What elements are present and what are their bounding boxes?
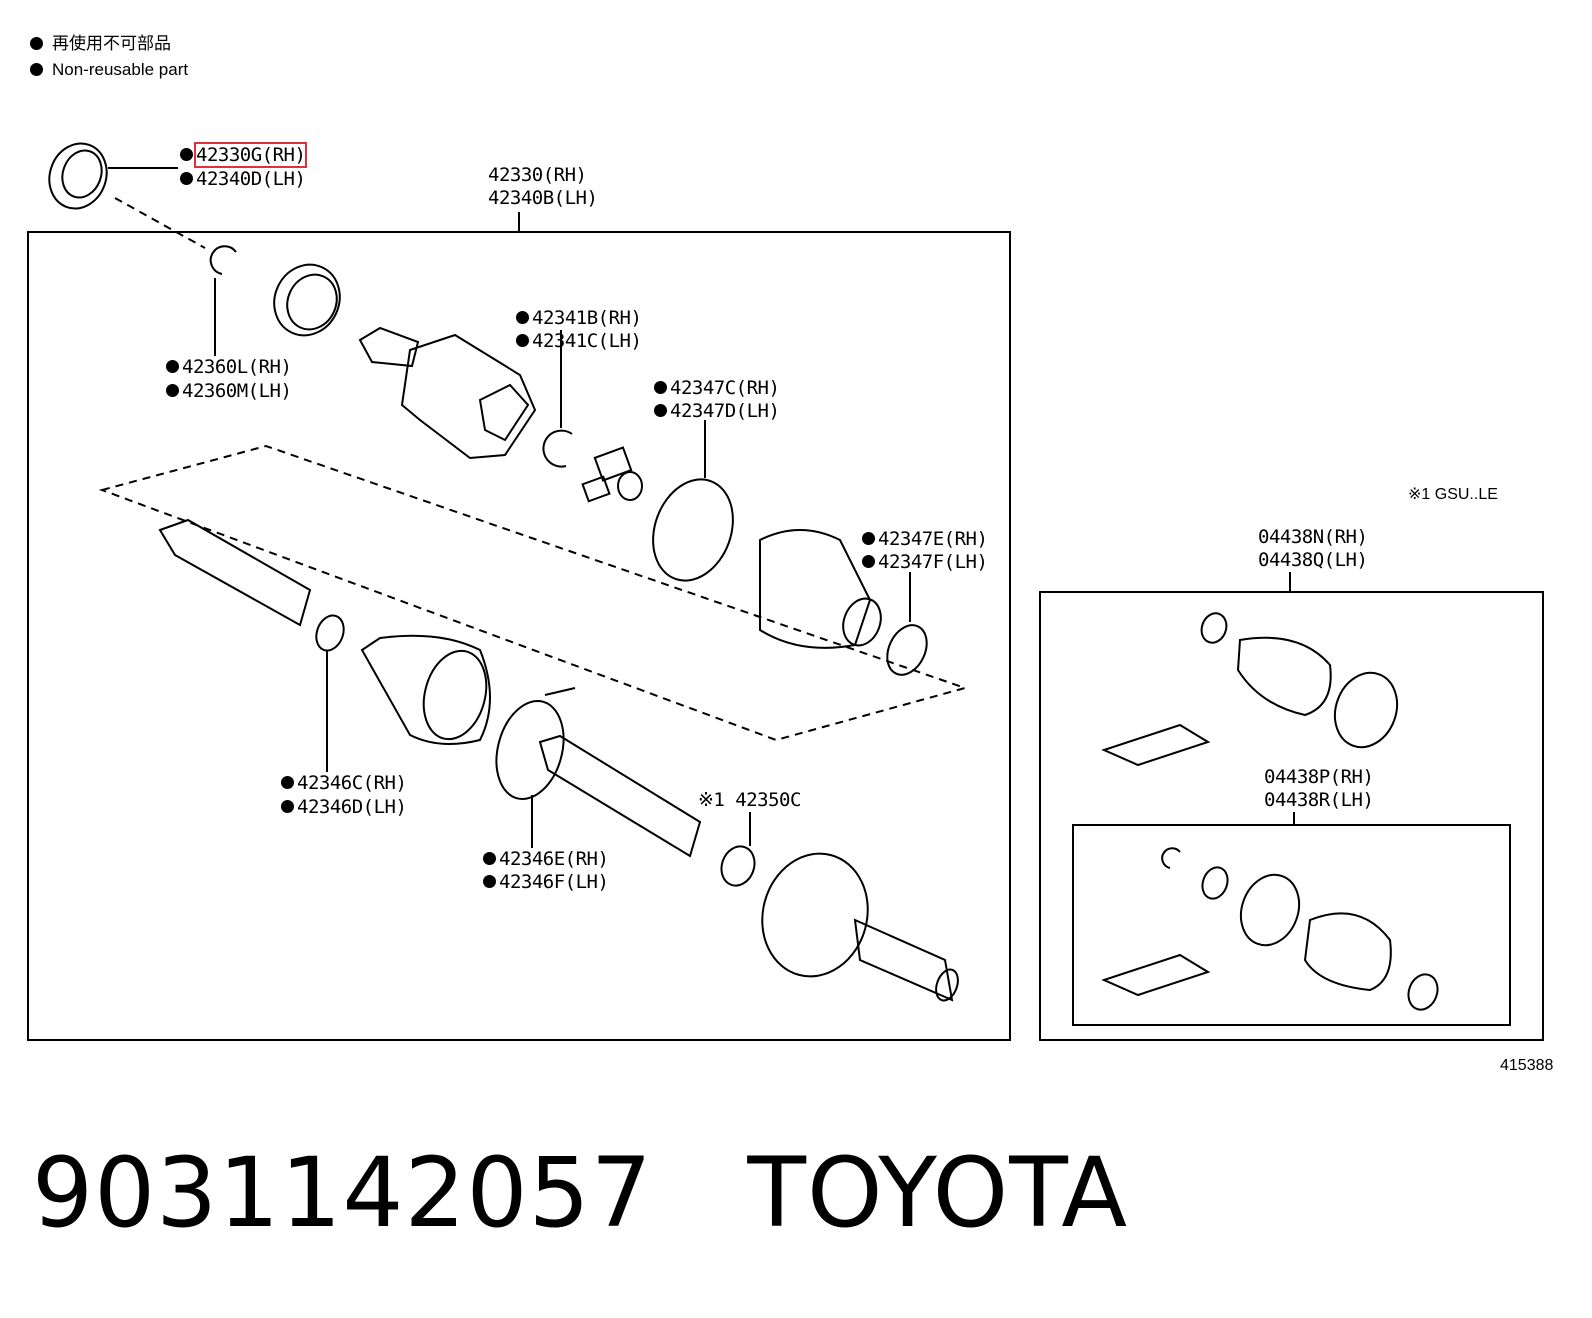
bullet-icon [180,148,193,161]
model-note: ※1 GSU..LE [1408,486,1498,503]
label-kit1-rh: 04438N(RH) [1258,526,1368,548]
part-number: 42341B(RH) [532,307,642,329]
label-clamp-lh: 42346D(LH) [281,796,407,819]
part-number: 42347D(LH) [670,400,780,422]
part-number: 42340D(LH) [196,168,306,190]
snap-ring-icon [209,245,237,356]
main-assembly-frame [27,231,1011,1041]
part-number-large: 9031142057 [32,1137,653,1249]
bullet-icon [516,334,529,347]
part-number: 42347F(LH) [878,551,988,573]
part-number: 42346E(RH) [499,848,609,870]
label-kit2-rh: 04438P(RH) [1264,766,1374,788]
clamp-icon [315,614,345,652]
bullet-icon [30,63,43,76]
label-ring: ※1 42350C [698,789,801,811]
brand-name: TOYOTA [747,1137,1129,1249]
bullet-icon [516,311,529,324]
part-number: 42341C(LH) [532,330,642,352]
bullet-icon [281,776,294,789]
part-number: 42346F(LH) [499,871,609,893]
bullet-icon [862,532,875,545]
bullet-icon [654,404,667,417]
label-kit1-lh: 04438Q(LH) [1258,549,1368,571]
bullet-icon [166,384,179,397]
diagram-reference-number: 415388 [1500,1057,1554,1074]
ring-icon [720,845,756,887]
subassembly-outline [98,444,969,742]
footer-title: 9031142057 TOYOTA [32,1138,1128,1248]
clip-icon [542,429,573,468]
bullet-icon [180,172,193,185]
label-clip-lh: 42341C(LH) [516,330,642,353]
label-snap-lh: 42360M(LH) [166,380,292,403]
label-bandA-lh: 42347D(LH) [654,400,780,423]
label-seal-lh: 42340D(LH) [180,168,306,191]
label-bandA-rh: 42347C(RH) [654,377,780,400]
outboard-shaft-icon [538,734,702,858]
shaft-icon [158,518,312,627]
inboard-boot-icon [759,529,882,649]
bullet-icon [281,800,294,813]
dust-seal-icon [273,263,341,337]
inboard-joint-icon [358,326,537,460]
label-bandB-lh: 42347F(LH) [862,551,988,574]
legend-non-reusable-en: Non-reusable part [30,60,188,80]
label-assy-rh: 42330(RH) [488,164,587,186]
kit2-parts-icon [1101,847,1439,1011]
label-snap-rh: 42360L(RH) [166,356,292,379]
bullet-icon [483,875,496,888]
tripod-icon [581,446,643,503]
part-number: 42360L(RH) [182,356,292,378]
oil-seal-icon [48,142,206,249]
part-number: 42360M(LH) [182,380,292,402]
bullet-icon [862,555,875,568]
label-bandC-lh: 42346F(LH) [483,871,609,894]
legend-non-reusable-jp: 再使用不可部品 [30,34,171,54]
boot-kit-inner-frame [1072,824,1511,1026]
part-number: 42347E(RH) [878,528,988,550]
highlighted-part-number: 42330G(RH) [193,142,308,168]
bullet-icon [654,381,667,394]
boot-band-small-icon [886,624,928,676]
part-number: 42347C(RH) [670,377,780,399]
label-clamp-rh: 42346C(RH) [281,772,407,795]
legend-text-en: Non-reusable part [52,60,189,79]
bullet-icon [483,852,496,865]
label-kit2-lh: 04438R(LH) [1264,789,1374,811]
label-seal-rh: 42330G(RH) [180,142,308,168]
legend-text-jp: 再使用不可部品 [52,34,171,53]
part-number: 42346D(LH) [297,796,407,818]
boot-band-icon [652,478,734,582]
outboard-joint-icon [761,852,959,1002]
part-number: 42346C(RH) [297,772,407,794]
bullet-icon [166,360,179,373]
outboard-boot-icon [360,634,491,745]
boot-kit-frame [1039,591,1544,1041]
boot-band-large-icon [495,687,576,801]
bullet-icon [30,37,43,50]
label-assy-lh: 42340B(LH) [488,187,598,209]
kit1-parts-icon [1101,612,1399,767]
label-bandC-rh: 42346E(RH) [483,848,609,871]
label-clip-rh: 42341B(RH) [516,307,642,330]
label-bandB-rh: 42347E(RH) [862,528,988,551]
